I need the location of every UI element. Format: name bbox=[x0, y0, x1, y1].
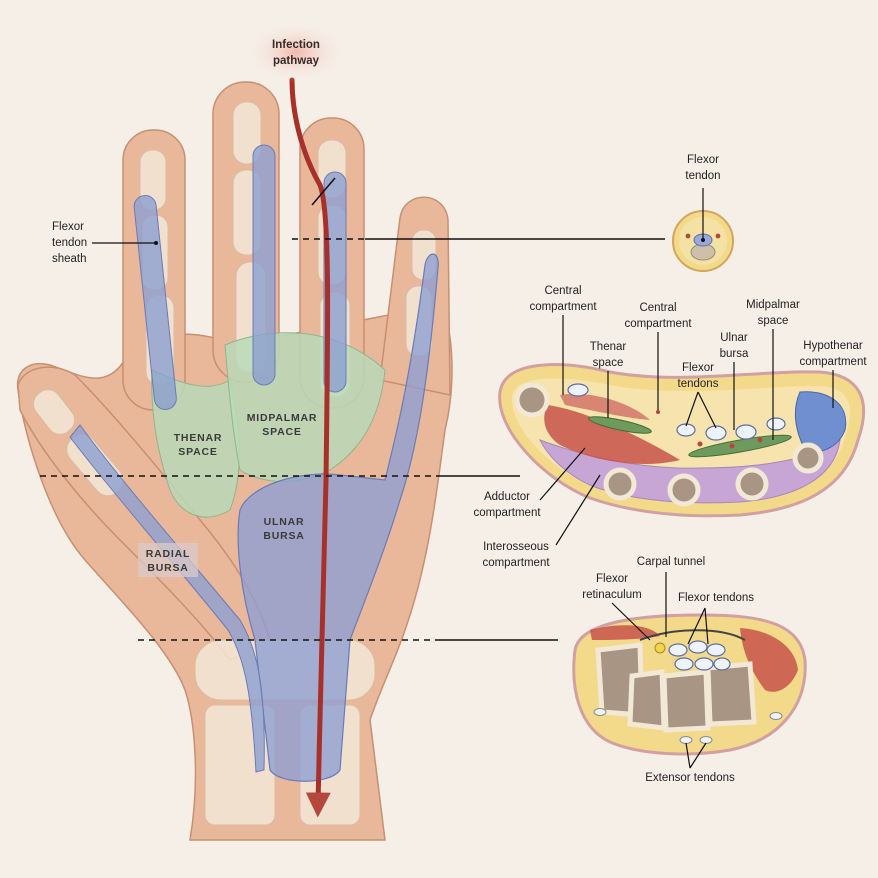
label-line: Thenar bbox=[590, 341, 627, 353]
label-line: Hypothenar bbox=[803, 340, 863, 352]
label-line: tendons bbox=[678, 378, 719, 390]
midpalmar-space-section bbox=[688, 434, 792, 458]
thenar-space-hand-label: THENAR SPACE bbox=[174, 432, 223, 458]
label-line: Flexor bbox=[596, 573, 628, 585]
label-line: bursa bbox=[720, 348, 749, 360]
label-line: Flexor bbox=[687, 154, 719, 166]
label-line: Adductor bbox=[484, 491, 530, 503]
ulnar-bursa-region bbox=[237, 253, 439, 782]
label-line: compartment bbox=[482, 557, 550, 569]
leader-line bbox=[611, 602, 651, 641]
label-line: space bbox=[593, 357, 624, 369]
puncture-mark bbox=[311, 177, 336, 206]
label-line: ULNAR bbox=[264, 516, 305, 528]
carpal-bones bbox=[595, 642, 757, 733]
palm-vessels bbox=[656, 410, 763, 449]
infection-pathway-line bbox=[289, 77, 331, 818]
infection-label-line2: pathway bbox=[273, 55, 320, 67]
label-line: Carpal tunnel bbox=[637, 556, 705, 568]
label-line: BURSA bbox=[147, 562, 188, 574]
label-line: tendon bbox=[52, 237, 87, 249]
label-line: MIDPALMAR bbox=[247, 412, 318, 424]
label-line: Extensor tendons bbox=[645, 772, 735, 784]
midpalmar-space-hand-label: MIDPALMAR SPACE bbox=[247, 412, 318, 438]
radial-bursa-hand-label: RADIAL BURSA bbox=[138, 543, 198, 577]
wrist-flexor-tendons bbox=[668, 640, 731, 671]
leader-line bbox=[539, 447, 586, 501]
finger-cross-section: Flexor tendon bbox=[672, 154, 734, 272]
label-line: compartment bbox=[473, 507, 541, 519]
wrist-cross-section: Carpal tunnel Flexor retinaculum Flexor … bbox=[572, 556, 807, 784]
label-line: Flexor bbox=[682, 362, 714, 374]
adductor-region bbox=[544, 405, 680, 465]
leader-line bbox=[555, 474, 601, 546]
hand-illustration bbox=[16, 77, 453, 841]
leader-line bbox=[685, 391, 717, 429]
infection-label-line1: Infection bbox=[272, 39, 320, 51]
label-line: THENAR bbox=[174, 432, 223, 444]
label-line: Central bbox=[544, 285, 581, 297]
label-line: BURSA bbox=[263, 530, 304, 542]
palm-flexor-tendons bbox=[567, 383, 786, 441]
ulnar-bursa-hand-label: ULNAR BURSA bbox=[263, 516, 304, 542]
leader-line bbox=[685, 742, 707, 769]
label-line: compartment bbox=[624, 318, 692, 330]
label-line: Ulnar bbox=[720, 332, 748, 344]
label-line: sheath bbox=[52, 253, 87, 265]
label-line: space bbox=[758, 315, 789, 327]
label-line: Central bbox=[639, 302, 676, 314]
flexor-tendon-sheath-label: Flexor tendon sheath bbox=[52, 221, 158, 265]
label-line: RADIAL bbox=[146, 548, 190, 560]
label-line: Flexor tendons bbox=[678, 592, 754, 604]
label-line: Interosseous bbox=[483, 541, 549, 553]
leader-line bbox=[687, 607, 709, 645]
tendon-sheaths bbox=[133, 144, 347, 410]
palm-cross-section: Central compartment Central compartment … bbox=[473, 285, 867, 569]
label-line: SPACE bbox=[178, 446, 217, 458]
label-line: retinaculum bbox=[582, 589, 641, 601]
palm-bones bbox=[514, 382, 824, 507]
label-line: compartment bbox=[799, 356, 867, 368]
label-line: Flexor bbox=[52, 221, 84, 233]
infection-pathway-label: Infection pathway bbox=[246, 22, 346, 82]
label-line: SPACE bbox=[262, 426, 301, 438]
thenar-space-section bbox=[588, 416, 652, 434]
label-line: compartment bbox=[529, 301, 597, 313]
label-line: Midpalmar bbox=[746, 299, 800, 311]
thenar-space-region bbox=[151, 369, 240, 518]
label-line: tendon bbox=[685, 170, 720, 182]
